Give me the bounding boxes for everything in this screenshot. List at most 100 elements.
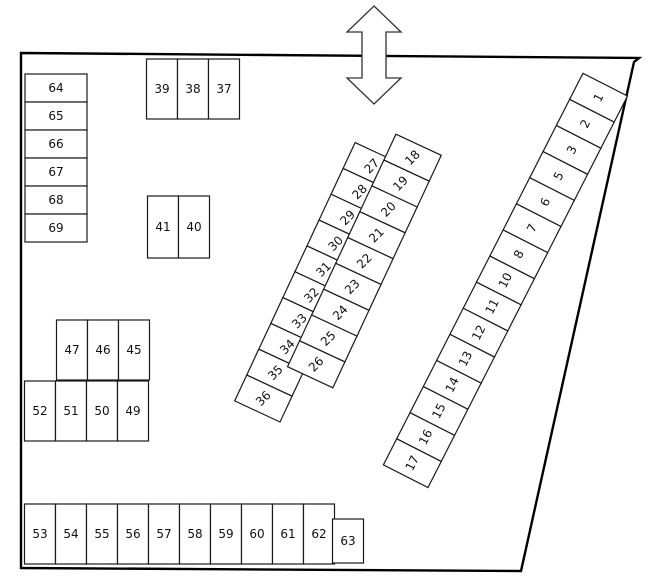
parking-stall-45: 45 xyxy=(117,319,151,381)
parking-stall-13: 13 xyxy=(435,333,496,384)
stall-number: 38 xyxy=(185,82,200,96)
parking-stall-17: 17 xyxy=(382,437,443,489)
stall-outline xyxy=(85,503,119,565)
parking-stall-8: 8 xyxy=(489,229,549,280)
parking-stall-6: 6 xyxy=(515,176,576,228)
parking-stall-38: 38 xyxy=(176,58,210,120)
stall-number: 47 xyxy=(64,343,79,357)
stall-number: 37 xyxy=(216,82,231,96)
stall-number: 63 xyxy=(340,534,355,548)
stall-number: 45 xyxy=(126,343,141,357)
parking-stall-61: 61 xyxy=(271,503,305,565)
parking-stall-54: 54 xyxy=(54,503,88,565)
stall-number: 65 xyxy=(48,109,63,123)
parking-stall-26: 26 xyxy=(286,340,346,389)
stall-number: 53 xyxy=(32,527,47,541)
stall-outline xyxy=(286,340,346,389)
stall-number: 13 xyxy=(456,349,475,369)
stall-number: 16 xyxy=(416,427,435,447)
stall-outline xyxy=(116,503,150,565)
parking-stall-66: 66 xyxy=(24,129,88,159)
parking-stall-46: 46 xyxy=(86,319,120,381)
stall-outline xyxy=(233,374,293,423)
parking-stall-36: 36 xyxy=(233,374,293,423)
double-vertical-arrow-icon xyxy=(345,5,403,105)
parking-stall-39: 39 xyxy=(145,58,179,120)
stall-number: 69 xyxy=(48,221,63,235)
stall-outline xyxy=(24,129,88,159)
parking-stall-58: 58 xyxy=(178,503,212,565)
stall-number: 10 xyxy=(496,270,515,290)
stall-outline xyxy=(55,319,89,381)
stall-number: 59 xyxy=(218,527,233,541)
stall-number: 11 xyxy=(482,297,501,317)
stall-number: 41 xyxy=(155,220,170,234)
stall-outline xyxy=(177,195,211,259)
parking-stall-25: 25 xyxy=(298,314,358,363)
stall-number: 64 xyxy=(48,81,63,95)
parking-stall-68: 68 xyxy=(24,185,88,215)
stall-outline xyxy=(271,503,305,565)
parking-stall-16: 16 xyxy=(395,411,456,463)
parking-stall-41: 41 xyxy=(146,195,180,259)
stall-outline xyxy=(23,380,57,442)
parking-stall-49: 49 xyxy=(116,380,150,442)
parking-stall-40: 40 xyxy=(177,195,211,259)
parking-stall-52: 52 xyxy=(23,380,57,442)
stall-number: 66 xyxy=(48,137,63,151)
stall-number: 17 xyxy=(403,453,422,473)
stall-number: 67 xyxy=(48,165,63,179)
stall-outline xyxy=(382,437,443,489)
parking-stall-53: 53 xyxy=(23,503,57,565)
stall-number: 61 xyxy=(280,527,295,541)
parking-stall-50: 50 xyxy=(85,380,119,442)
parking-stall-15: 15 xyxy=(409,385,469,437)
stall-number: 50 xyxy=(94,404,109,418)
parking-stall-21: 21 xyxy=(346,210,406,260)
parking-stall-55: 55 xyxy=(85,503,119,565)
parking-stall-67: 67 xyxy=(24,157,88,187)
stall-outline xyxy=(146,195,180,259)
stall-number: 40 xyxy=(186,220,201,234)
stall-outline xyxy=(24,213,88,243)
stall-outline xyxy=(145,58,179,120)
stall-number: 15 xyxy=(429,401,448,421)
stall-outline xyxy=(54,503,88,565)
stall-outline xyxy=(24,73,88,103)
stall-number: 68 xyxy=(48,193,63,207)
parking-stall-64: 64 xyxy=(24,73,88,103)
stall-number: 52 xyxy=(32,404,47,418)
stall-number: 14 xyxy=(443,375,462,395)
stall-outline xyxy=(116,380,150,442)
stall-number: 54 xyxy=(63,527,78,541)
parking-stall-47: 47 xyxy=(55,319,89,381)
stall-number: 51 xyxy=(63,404,78,418)
stall-number: 56 xyxy=(125,527,140,541)
stall-outline xyxy=(178,503,212,565)
parking-stall-56: 56 xyxy=(116,503,150,565)
stall-outline xyxy=(331,518,365,564)
stall-number: 49 xyxy=(125,404,140,418)
parking-stall-57: 57 xyxy=(147,503,181,565)
stall-number: 12 xyxy=(469,323,488,343)
parking-stall-62: 62 xyxy=(302,503,336,565)
parking-stall-59: 59 xyxy=(209,503,243,565)
parking-stall-11: 11 xyxy=(462,281,522,332)
parking-stall-65: 65 xyxy=(24,101,88,131)
stall-number: 39 xyxy=(154,82,169,96)
stall-outline xyxy=(117,319,151,381)
stall-number: 55 xyxy=(94,527,109,541)
parking-stall-24: 24 xyxy=(310,288,370,337)
parking-stall-7: 7 xyxy=(502,203,562,254)
parking-stall-63: 63 xyxy=(331,518,365,564)
stall-outline xyxy=(207,58,241,120)
stall-number: 57 xyxy=(156,527,171,541)
stall-outline xyxy=(85,380,119,442)
stall-number: 60 xyxy=(249,527,264,541)
parking-stall-12: 12 xyxy=(449,307,509,358)
parking-stall-60: 60 xyxy=(240,503,274,565)
stall-outline xyxy=(24,157,88,187)
stall-outline xyxy=(209,503,243,565)
stall-number: 46 xyxy=(95,343,110,357)
